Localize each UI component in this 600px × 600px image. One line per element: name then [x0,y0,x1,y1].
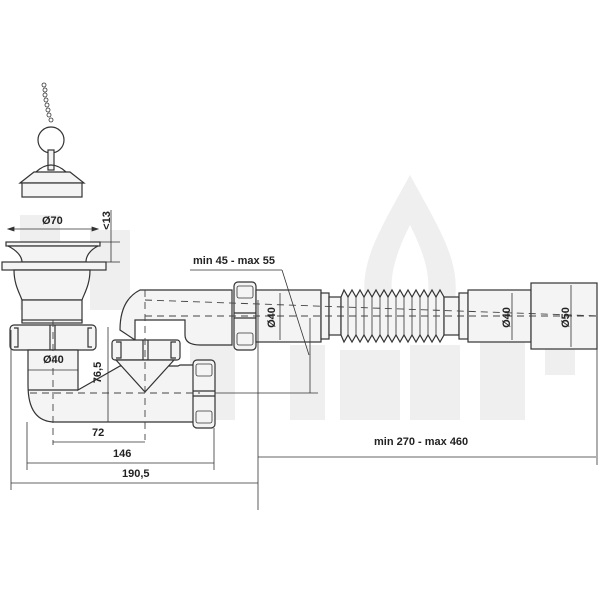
trap-height-label: 76,5 [92,361,105,384]
cuff-diameter-label: Ø50 [559,307,572,328]
outlet-offset-label: min 45 - max 55 [193,255,275,267]
center-lines [30,290,600,445]
flex-length-label: min 270 - max 460 [374,436,469,448]
flange-height-label: <13 [100,211,113,230]
strainer-body [1,241,107,351]
trap-body [27,289,233,429]
pipe-diameter-1-label: Ø40 [265,307,278,328]
dim-72-label: 72 [92,427,105,439]
dimension-lines [6,210,598,510]
watermark [20,175,575,420]
inlet-diameter-label: Ø40 [43,354,64,366]
plug-diameter-label: Ø70 [42,215,63,227]
dim-190-5-label: 190,5 [122,468,150,480]
dim-146-label: 146 [113,448,132,460]
plug-with-chain [18,82,86,198]
pipe-diameter-2-label: Ø40 [500,307,513,328]
